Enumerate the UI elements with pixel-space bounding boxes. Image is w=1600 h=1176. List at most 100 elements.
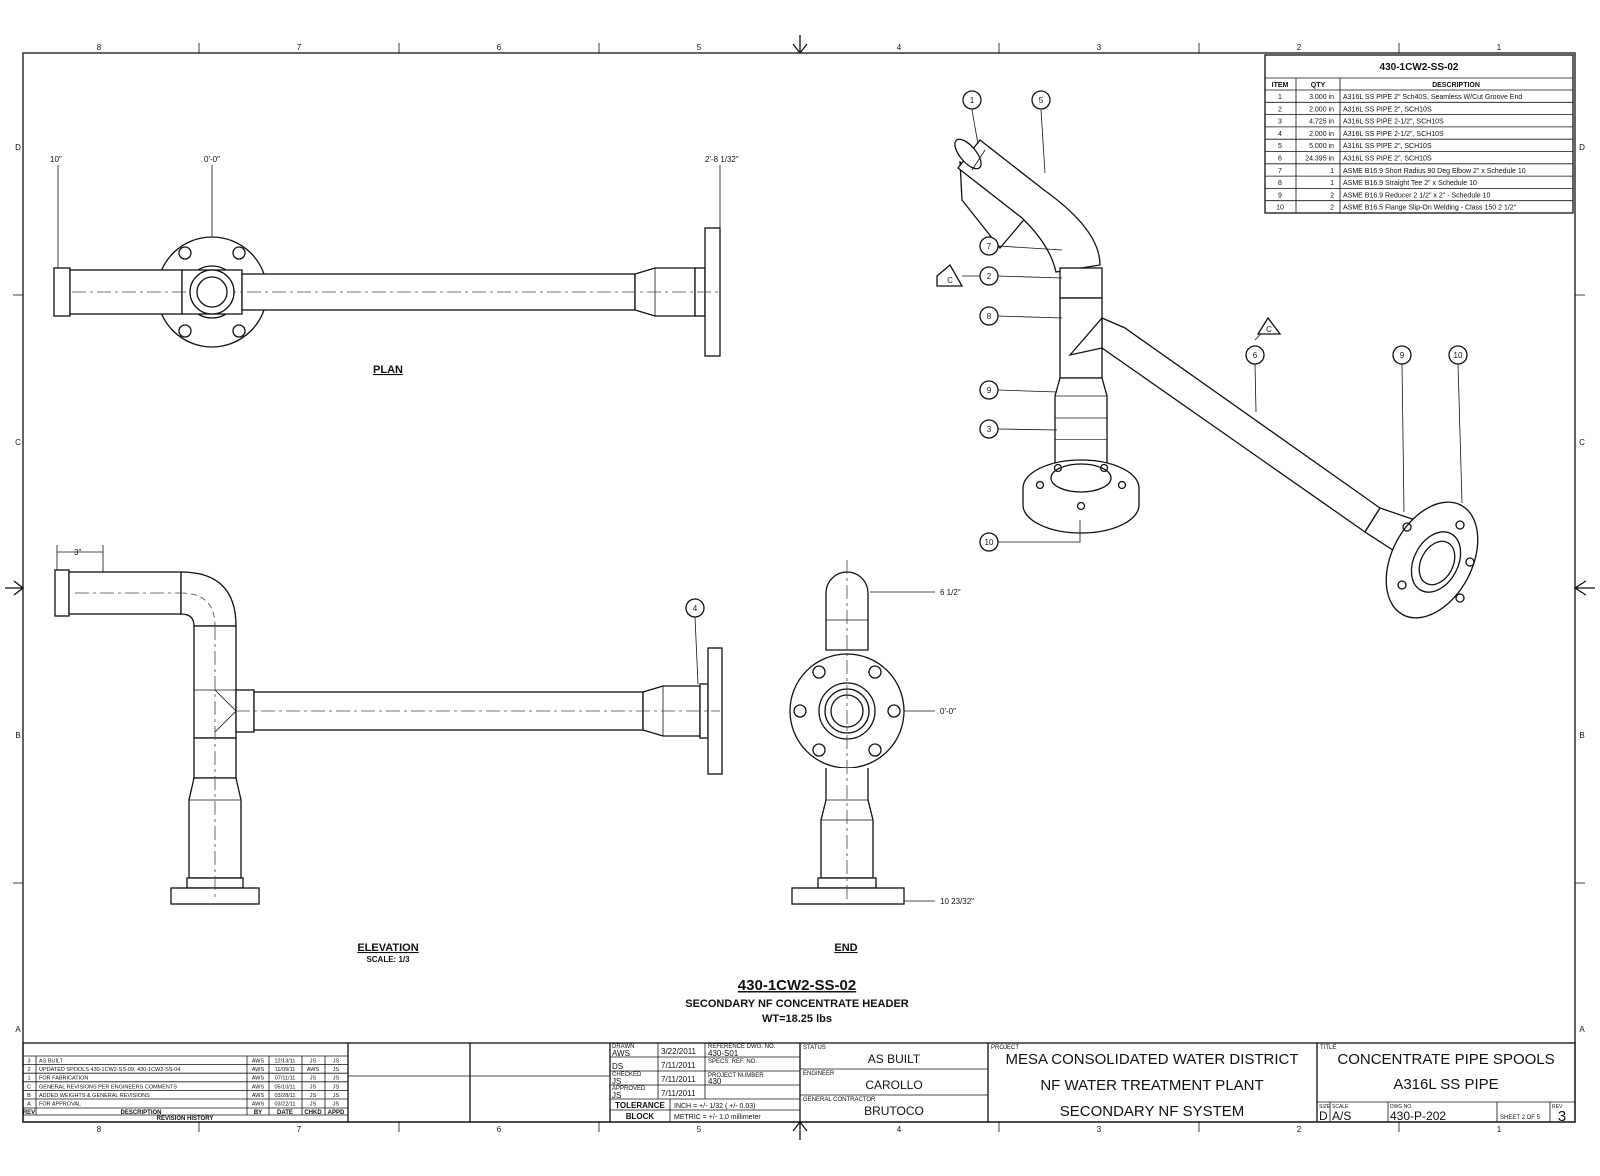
- tolerance-metric: METRIC = +/- 1.0 millimeter: [674, 1114, 761, 1121]
- bom-cell: 4: [1278, 131, 1282, 138]
- zone-col: 8: [97, 43, 102, 52]
- title-line-1: CONCENTRATE PIPE SPOOLS: [1337, 1051, 1554, 1068]
- revision-cell: ADDED WEIGHTS & GENERAL REVISIONS: [39, 1093, 150, 1099]
- isometric-view: [954, 109, 1479, 619]
- rev-header-description: DESCRIPTION: [120, 1110, 161, 1116]
- ds-date: 7/11/2011: [661, 1061, 696, 1070]
- rev-header-rev: REV: [23, 1110, 35, 1116]
- bom-cell: ASME B16.9 Short Radius 90 Deg Elbow 2" …: [1343, 168, 1526, 175]
- project-no-label: PROJECT NUMBER: [708, 1073, 764, 1079]
- drawn-date: 3/22/2011: [661, 1047, 697, 1056]
- zone-col: 1: [1497, 43, 1502, 52]
- status-value: AS BUILT: [868, 1052, 921, 1066]
- tolerance-inch: INCH = +/- 1/32 ( +/- 0.03): [674, 1103, 756, 1110]
- scale-label: SCALE: [1332, 1104, 1349, 1110]
- revision-cell: JS: [333, 1084, 340, 1090]
- project-label: PROJECT: [991, 1045, 1019, 1051]
- revision-cell: 03/22/11: [274, 1102, 295, 1108]
- zone-row: C: [1579, 438, 1585, 447]
- approved-value: JS: [612, 1091, 621, 1100]
- bom-cell: A316L SS PIPE 2", SCH10S: [1343, 106, 1432, 113]
- item-balloons: 1 5 7 2 8 9 3 10 6 9 10 4: [685, 90, 1468, 685]
- size-label: SIZE: [1319, 1104, 1331, 1110]
- bom-title: 430-1CW2-SS-02: [1380, 62, 1459, 73]
- plan-view: 10" 0'-0" 2'-8 1/32" PLAN: [50, 155, 739, 376]
- zone-col: 2: [1297, 43, 1302, 52]
- zone-col: 6: [497, 1125, 502, 1134]
- zone-row: C: [15, 438, 21, 447]
- revision-cell: JS: [310, 1059, 317, 1065]
- revision-cell: 2: [27, 1067, 30, 1073]
- revision-cell: C: [27, 1084, 31, 1090]
- revision-triangle: C: [1256, 316, 1282, 335]
- balloon: 10: [979, 532, 999, 552]
- elevation-scale: SCALE: 1/3: [366, 955, 410, 964]
- rev-header-by: BY: [254, 1110, 262, 1116]
- revision-cell: A: [27, 1102, 31, 1108]
- balloon: 1: [962, 90, 982, 110]
- balloon: 9: [979, 380, 999, 400]
- bom-cell: A316L SS PIPE 2-1/2", SCH10S: [1343, 131, 1444, 138]
- balloon: 2: [979, 266, 999, 286]
- zone-col: 6: [497, 43, 502, 52]
- revision-cell: FOR APPROVAL: [39, 1102, 81, 1108]
- dwg-value: 430-P-202: [1390, 1109, 1446, 1123]
- dwg-label: DWG NO.: [1390, 1104, 1413, 1110]
- revision-cell: AWS: [252, 1102, 265, 1108]
- drawn-value: AWS: [612, 1049, 630, 1058]
- revision-cell: JS: [310, 1102, 317, 1108]
- bom-cell: A316L SS PIPE 2" Sch40S, Seamless W/Cut …: [1343, 94, 1522, 101]
- svg-text:6: 6: [1253, 351, 1258, 360]
- bom-cell: 1: [1330, 180, 1334, 187]
- revision-triangle: C: [936, 263, 964, 287]
- elevation-label: ELEVATION: [357, 942, 418, 954]
- revision-cell: JS: [333, 1059, 340, 1065]
- balloon: 4: [685, 598, 705, 618]
- revision-cell: AWS: [252, 1076, 265, 1082]
- zone-row: D: [15, 143, 21, 152]
- end-dim-bottom: 10 23/32": [940, 897, 974, 906]
- bom-cell: 3.000 in: [1309, 94, 1334, 101]
- revision-cell: JS: [310, 1084, 317, 1090]
- revision-cell: 12/13/11: [274, 1059, 295, 1065]
- project-line-3: SECONDARY NF SYSTEM: [1060, 1103, 1244, 1120]
- svg-text:3: 3: [987, 425, 992, 434]
- revision-cell: JS: [310, 1076, 317, 1082]
- approved-date: 7/11/2011: [661, 1089, 696, 1098]
- size-value: D: [1319, 1109, 1328, 1123]
- checked-label: CHECKED: [612, 1072, 642, 1078]
- bom-cell: 9: [1278, 192, 1282, 199]
- revision-cell: 3: [27, 1059, 30, 1065]
- revision-cell: JS: [333, 1093, 340, 1099]
- bom-cell: 4.725 in: [1309, 119, 1334, 126]
- zone-row: D: [1579, 143, 1585, 152]
- rev-header-chkd: CHKD: [304, 1110, 322, 1116]
- plan-label: PLAN: [373, 364, 403, 376]
- revision-cell: B: [27, 1093, 31, 1099]
- bom-header-description: DESCRIPTION: [1432, 82, 1480, 89]
- svg-text:2: 2: [987, 272, 992, 281]
- dwg-no-label: REFERENCE DWG. NO.: [708, 1044, 776, 1050]
- svg-text:5: 5: [1039, 96, 1044, 105]
- bom-cell: 2: [1330, 205, 1334, 212]
- zone-col: 4: [897, 1125, 902, 1134]
- bom-cell: ASME B16.5 Flange Slip-On Welding - Clas…: [1343, 205, 1517, 212]
- svg-text:C: C: [1266, 325, 1272, 334]
- bom-row: 4 2.000 in A316L SS PIPE 2-1/2", SCH10S: [1265, 131, 1573, 140]
- svg-text:10: 10: [1454, 351, 1463, 360]
- balloon: 10: [1448, 345, 1468, 365]
- bom-cell: 2.000 in: [1309, 131, 1334, 138]
- tolerance-label-1: TOLERANCE: [615, 1101, 665, 1110]
- revision-cell: JS: [333, 1067, 340, 1073]
- svg-text:1: 1: [970, 96, 975, 105]
- bom-cell: 8: [1278, 180, 1282, 187]
- zone-row: B: [15, 731, 20, 740]
